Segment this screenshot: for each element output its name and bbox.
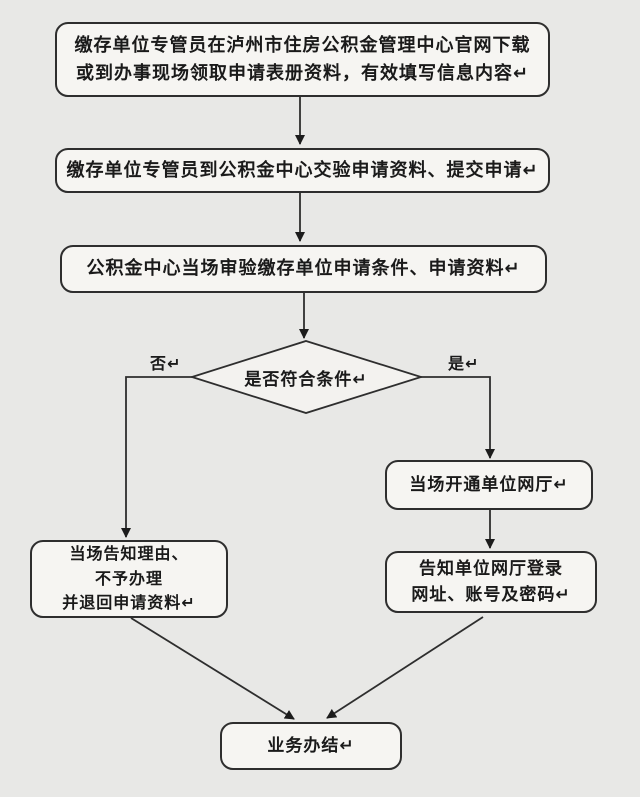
node-text-line: 业务办结↵	[267, 735, 355, 756]
node-text-line: 网址、账号及密码↵	[411, 585, 571, 605]
node-text-line: 告知单位网厅登录	[419, 558, 563, 579]
node-inform-login-info: 告知单位网厅登录 网址、账号及密码↵	[385, 551, 597, 613]
node-text-line: 公积金中心当场审验缴存单位申请条件、申请资料↵	[86, 258, 521, 280]
node-prepare-materials: 缴存单位专管员在泸州市住房公积金管理中心官网下载 或到办事现场领取申请表册资料，…	[55, 22, 550, 97]
arrow-decision-yes-branch	[421, 376, 495, 459]
node-submit-application: 缴存单位专管员到公积金中心交验申请资料、提交申请↵	[55, 148, 550, 193]
node-text-line: 缴存单位专管员到公积金中心交验申请资料、提交申请↵	[66, 159, 539, 181]
node-text-line: 缴存单位专管员在泸州市住房公积金管理中心官网下载	[74, 34, 531, 56]
arrow-reject-to-finish	[130, 617, 295, 720]
node-text-line: 当场开通单位网厅↵	[409, 474, 569, 495]
node-decision-label: 是否符合条件↵	[244, 370, 368, 390]
node-text-line: 当场告知理由、	[69, 543, 189, 563]
node-business-finish: 业务办结↵	[220, 722, 402, 770]
arrow-decision-no-branch	[121, 376, 192, 538]
node-review-application: 公积金中心当场审验缴存单位申请条件、申请资料↵	[60, 245, 547, 293]
node-text-line: 并退回申请资料↵	[62, 593, 196, 613]
node-text-line: 不予办理	[94, 568, 163, 588]
branch-yes-label: 是↵	[448, 354, 480, 373]
node-text-line: 或到办事现场领取申请表册资料，有效填写信息内容↵	[75, 62, 530, 84]
node-reject-return: 当场告知理由、 不予办理 并退回申请资料↵	[30, 540, 228, 618]
branch-no-label: 否↵	[150, 354, 182, 373]
node-open-online-hall: 当场开通单位网厅↵	[385, 460, 593, 510]
arrow-inform-to-finish	[326, 616, 484, 719]
